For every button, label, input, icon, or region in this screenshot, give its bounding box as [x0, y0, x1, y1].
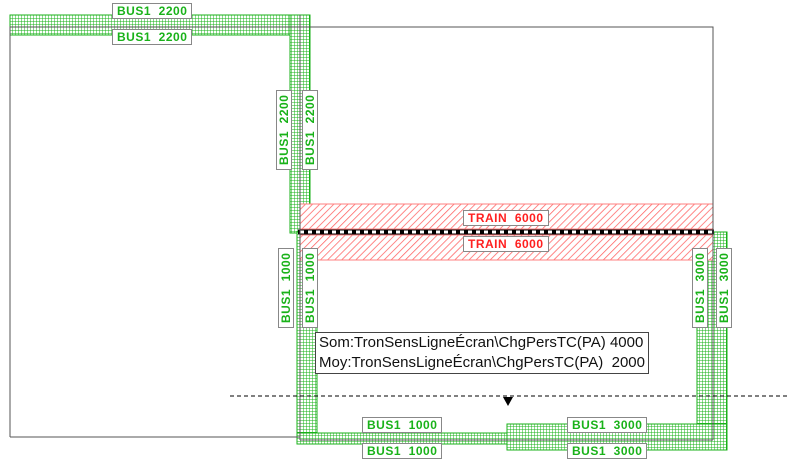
link-label: TRAIN 6000: [463, 210, 549, 226]
bus-2200-route[interactable]: [9, 14, 311, 234]
link-label: BUS1 2200: [112, 3, 193, 19]
screenline-direction-arrow: [503, 397, 513, 406]
screenline-info-box: Som:TronSensLigneÉcran\ChgPersTC(PA) 400…: [315, 332, 649, 374]
avg-line: Moy:TronSensLigneÉcran\ChgPersTC(PA) 200…: [319, 354, 645, 371]
link-label: BUS1 1000: [362, 417, 443, 433]
link-label: BUS1 3000: [567, 443, 648, 459]
sum-line: Som:TronSensLigneÉcran\ChgPersTC(PA) 400…: [319, 334, 644, 351]
link-label: BUS1 3000: [716, 247, 732, 328]
zone-outline: [9, 15, 714, 441]
link-label: BUS1 1000: [278, 247, 294, 328]
link-label: BUS1 1000: [362, 443, 443, 459]
link-label: BUS1 2200: [276, 89, 292, 170]
link-label: TRAIN 6000: [463, 236, 549, 252]
link-label: BUS1 3000: [567, 417, 648, 433]
link-label: BUS1 2200: [302, 89, 318, 170]
link-label: BUS1 3000: [692, 247, 708, 328]
link-label: BUS1 1000: [302, 247, 318, 328]
link-label: BUS1 2200: [112, 29, 193, 45]
